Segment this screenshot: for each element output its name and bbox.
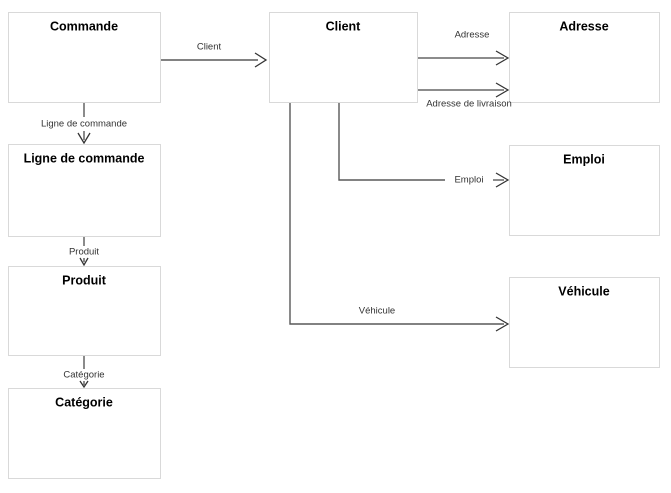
entity-box-categorie xyxy=(8,388,161,479)
entity-commande[interactable]: Commande xyxy=(8,12,161,103)
entity-vehicule[interactable]: Véhicule xyxy=(509,277,660,368)
edge-line-client-vehicule xyxy=(289,102,504,325)
entity-categorie[interactable]: Catégorie xyxy=(8,388,161,479)
edge-label-client-emploi: Emploi xyxy=(454,175,483,186)
edge-commande-client[interactable] xyxy=(160,52,268,68)
entity-title-commande: Commande xyxy=(50,19,118,33)
entity-title-produit: Produit xyxy=(62,273,107,287)
edge-label-ligne-produit: Produit xyxy=(69,247,99,258)
entity-title-categorie: Catégorie xyxy=(55,395,113,409)
edge-produit-categorie[interactable] xyxy=(79,355,89,389)
edge-label-commande-client: Client xyxy=(197,42,222,53)
edge-client-adresse-livraison[interactable] xyxy=(417,82,510,98)
entity-emploi[interactable]: Emploi xyxy=(509,145,660,236)
entity-box-commande xyxy=(8,12,161,103)
edge-label-client-vehicule: Véhicule xyxy=(359,306,395,317)
entity-box-emploi xyxy=(509,145,660,236)
entity-title-client: Client xyxy=(326,19,362,33)
arrowhead-client-emploi xyxy=(495,172,510,188)
entity-box-vehicule xyxy=(509,277,660,368)
arrowhead-client-adresse xyxy=(495,50,510,66)
edge-label-produit-categorie: Catégorie xyxy=(63,370,104,381)
arrowhead-commande-client xyxy=(254,52,268,68)
arrowhead-ligne-produit xyxy=(79,257,89,267)
entity-box-ligne-de-commande xyxy=(8,144,161,237)
arrowhead-client-adresse-livraison xyxy=(495,82,510,98)
entity-title-vehicule: Véhicule xyxy=(558,284,609,298)
edge-line-client-emploi-left xyxy=(338,102,445,181)
entity-box-client xyxy=(269,12,418,103)
entity-box-produit xyxy=(8,266,161,356)
edge-commande-ligne[interactable] xyxy=(77,102,91,145)
edge-label-commande-ligne: Ligne de commande xyxy=(41,119,127,130)
edge-ligne-produit[interactable] xyxy=(79,236,89,267)
entity-box-adresse xyxy=(509,12,660,103)
entity-client[interactable]: Client xyxy=(269,12,418,103)
edge-label-client-adresse: Adresse xyxy=(455,30,490,41)
arrowhead-client-vehicule xyxy=(495,316,510,332)
edge-client-emploi[interactable] xyxy=(338,102,510,188)
entity-ligne-de-commande[interactable]: Ligne de commande xyxy=(8,144,161,237)
arrowhead-commande-ligne xyxy=(77,132,91,145)
edge-client-vehicule[interactable] xyxy=(289,102,510,332)
edge-label-client-adresse-livraison: Adresse de livraison xyxy=(426,99,512,110)
edge-client-adresse[interactable] xyxy=(417,50,510,66)
entity-title-ligne-de-commande: Ligne de commande xyxy=(24,151,145,165)
arrowhead-produit-categorie xyxy=(79,380,89,389)
entity-produit[interactable]: Produit xyxy=(8,266,161,356)
entity-adresse[interactable]: Adresse xyxy=(509,12,660,103)
entity-title-adresse: Adresse xyxy=(559,19,608,33)
entity-title-emploi: Emploi xyxy=(563,152,605,166)
